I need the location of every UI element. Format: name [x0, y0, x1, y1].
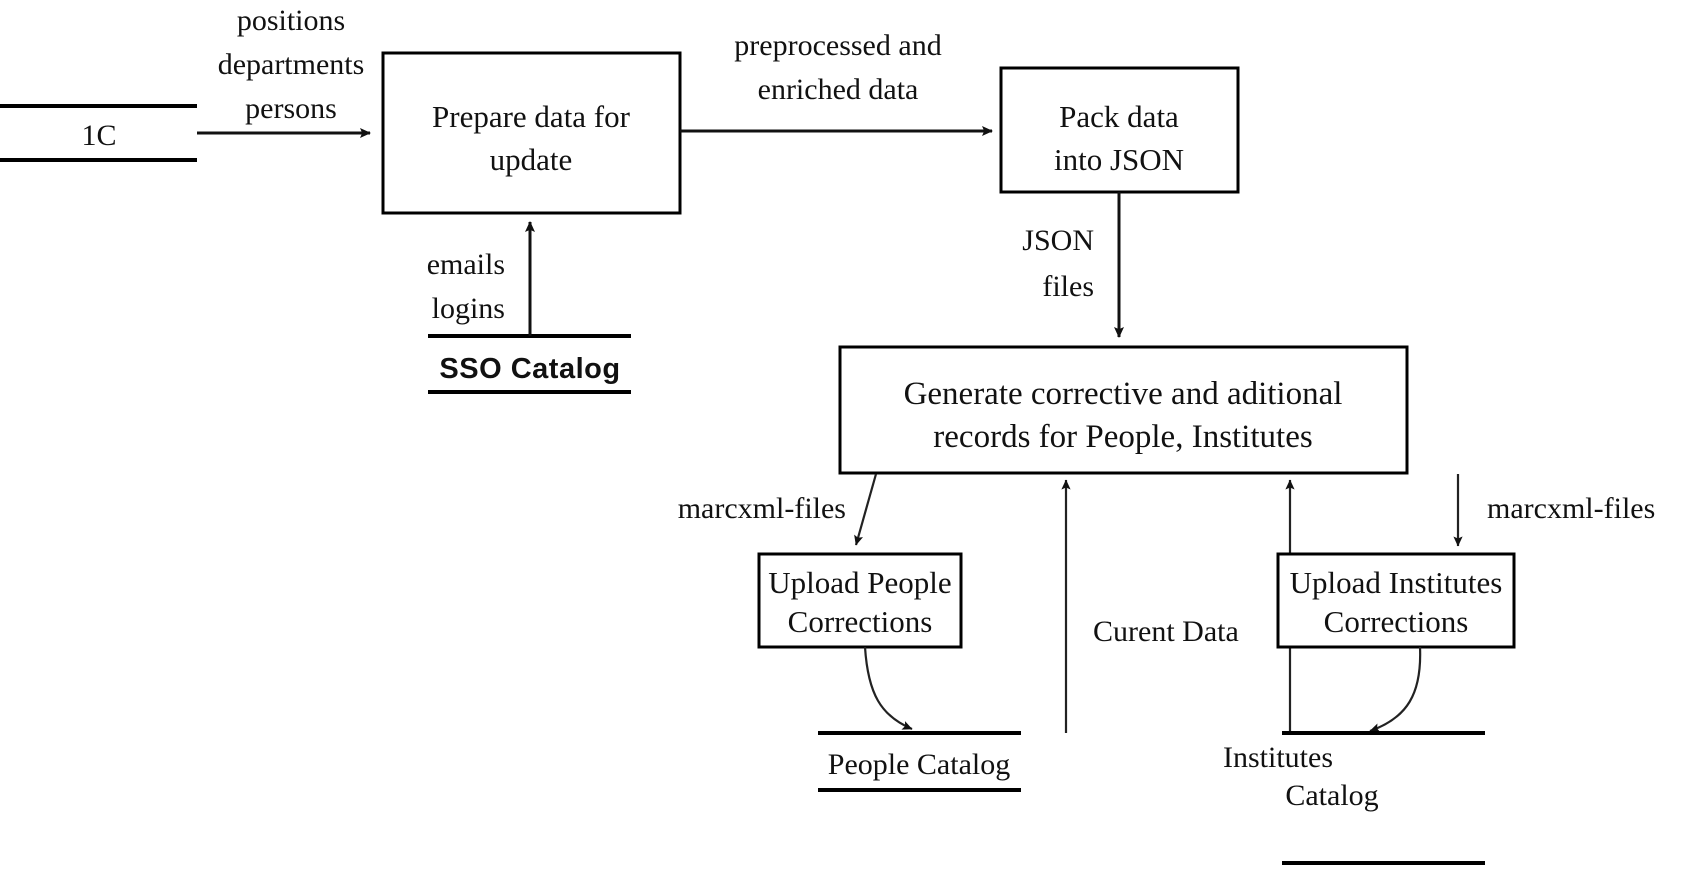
- flow-generate-to-upload-people: marcxml-files: [678, 473, 878, 546]
- process-upload-people-line1: Upload People: [768, 565, 951, 600]
- datastore-institutes-catalog: Institutes Catalog: [1223, 731, 1485, 865]
- datastore-sso-catalog: SSO Catalog: [428, 334, 631, 394]
- process-upload-people-line2: Corrections: [788, 604, 933, 639]
- process-upload-people-corrections: Upload People Corrections: [757, 552, 963, 649]
- flow-generate-to-upload-institutes: marcxml-files: [1453, 474, 1655, 547]
- datastore-institutes-catalog-label-line1: Institutes: [1223, 741, 1333, 774]
- process-pack-data-line1: Pack data: [1059, 99, 1179, 134]
- flow-upload-people-to-catalog: [863, 646, 913, 731]
- process-prepare-data-line2: update: [490, 142, 573, 177]
- flow-label-emails: emails: [427, 248, 505, 281]
- process-prepare-data: Prepare data for update: [381, 51, 682, 215]
- flow-label-marcxml-left: marcxml-files: [678, 492, 846, 525]
- flow-sso-to-prepare: emails logins: [427, 221, 535, 336]
- flow-label-logins: logins: [432, 292, 505, 325]
- flow-label-json-line1: JSON: [1022, 224, 1094, 257]
- datastore-people-catalog-label: People Catalog: [828, 748, 1010, 781]
- process-pack-data: Pack data into JSON: [999, 66, 1240, 194]
- process-upload-institutes-corrections: Upload Institutes Corrections: [1276, 552, 1516, 649]
- flow-label-json-line2: files: [1042, 270, 1094, 303]
- datastore-1c-label: 1C: [81, 119, 116, 152]
- flow-upload-institutes-to-catalog: [1369, 646, 1422, 733]
- flow-label-preprocessed-line2: enriched data: [758, 73, 919, 106]
- process-pack-data-line2: into JSON: [1054, 142, 1184, 177]
- flow-label-marcxml-right: marcxml-files: [1487, 492, 1655, 525]
- flow-label-positions: positions: [237, 4, 345, 37]
- flow-label-persons: persons: [245, 92, 337, 125]
- process-upload-institutes-line1: Upload Institutes: [1290, 565, 1503, 600]
- process-generate-records-line1: Generate corrective and aditional: [904, 376, 1343, 412]
- datastore-1c: 1C: [0, 104, 197, 162]
- datastore-sso-catalog-label: SSO Catalog: [439, 353, 620, 385]
- flow-prepare-to-pack: preprocessed and enriched data: [680, 29, 993, 136]
- flow-label-departments: departments: [218, 48, 365, 81]
- datastore-people-catalog: People Catalog: [818, 731, 1021, 792]
- flow-label-curent-data: Curent Data: [1093, 615, 1239, 648]
- process-generate-records-line2: records for People, Institutes: [933, 419, 1312, 455]
- datastore-institutes-catalog-label-line2: Catalog: [1285, 779, 1378, 812]
- process-upload-institutes-line2: Corrections: [1324, 604, 1469, 639]
- process-prepare-data-line1: Prepare data for: [432, 99, 631, 134]
- flow-label-from-1c: positions departments persons: [218, 4, 365, 125]
- flow-people-catalog-to-generate: Curent Data: [1061, 479, 1239, 733]
- flow-pack-to-generate: JSON files: [1022, 192, 1124, 338]
- process-generate-records: Generate corrective and aditional record…: [838, 345, 1409, 475]
- flow-label-preprocessed-line1: preprocessed and: [734, 29, 941, 62]
